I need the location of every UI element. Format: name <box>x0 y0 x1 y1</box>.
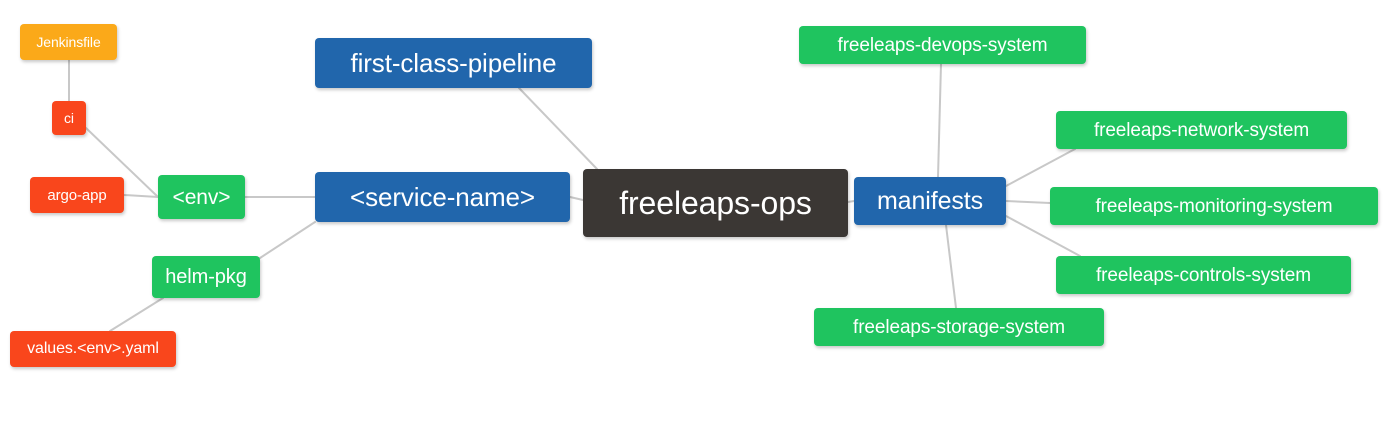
node-service-name[interactable]: <service-name> <box>315 172 570 222</box>
node-label-argo-app: argo-app <box>47 186 107 204</box>
edge-manifests-to-devops-sys <box>937 63 942 178</box>
edge-manifests-to-monitoring-sys <box>1005 200 1051 204</box>
node-label-jenkinsfile: Jenkinsfile <box>36 34 101 50</box>
node-label-monitoring-sys: freeleaps-monitoring-system <box>1095 195 1333 217</box>
node-label-env: <env> <box>172 185 231 209</box>
edge-service-name-to-helm-pkg <box>259 221 316 259</box>
node-label-manifests: manifests <box>876 186 984 215</box>
node-devops-sys[interactable]: freeleaps-devops-system <box>799 26 1086 64</box>
node-label-helm-pkg: helm-pkg <box>165 266 247 288</box>
node-label-values-yaml: values.<env>.yaml <box>27 340 159 357</box>
node-jenkinsfile[interactable]: Jenkinsfile <box>20 24 117 60</box>
node-label-network-sys: freeleaps-network-system <box>1093 119 1310 141</box>
node-argo-app[interactable]: argo-app <box>30 177 124 213</box>
node-label-freeleaps-ops: freeleaps-ops <box>619 185 812 221</box>
edge-argo-app-to-env <box>123 194 159 198</box>
node-ci[interactable]: ci <box>52 101 86 135</box>
node-fcp[interactable]: first-class-pipeline <box>315 38 592 88</box>
node-network-sys[interactable]: freeleaps-network-system <box>1056 111 1347 149</box>
node-freeleaps-ops[interactable]: freeleaps-ops <box>583 169 848 237</box>
edge-service-name-to-freeleaps-ops <box>569 196 584 201</box>
edge-fcp-to-freeleaps-ops <box>518 87 598 170</box>
node-label-controls-sys: freeleaps-controls-system <box>1095 264 1312 286</box>
node-label-fcp: first-class-pipeline <box>350 48 557 78</box>
node-storage-sys[interactable]: freeleaps-storage-system <box>814 308 1104 346</box>
node-values-yaml[interactable]: values.<env>.yaml <box>10 331 176 367</box>
node-monitoring-sys[interactable]: freeleaps-monitoring-system <box>1050 187 1378 225</box>
node-manifests[interactable]: manifests <box>854 177 1006 225</box>
node-controls-sys[interactable]: freeleaps-controls-system <box>1056 256 1351 294</box>
node-helm-pkg[interactable]: helm-pkg <box>152 256 260 298</box>
edge-helm-pkg-to-values-yaml <box>109 297 164 332</box>
edge-manifests-to-storage-sys <box>945 224 957 309</box>
node-label-devops-sys: freeleaps-devops-system <box>837 34 1048 56</box>
node-label-storage-sys: freeleaps-storage-system <box>853 316 1065 338</box>
edge-manifests-to-network-sys <box>1005 148 1076 187</box>
node-env[interactable]: <env> <box>158 175 245 219</box>
node-label-ci: ci <box>64 110 74 126</box>
node-label-service-name: <service-name> <box>349 182 536 212</box>
